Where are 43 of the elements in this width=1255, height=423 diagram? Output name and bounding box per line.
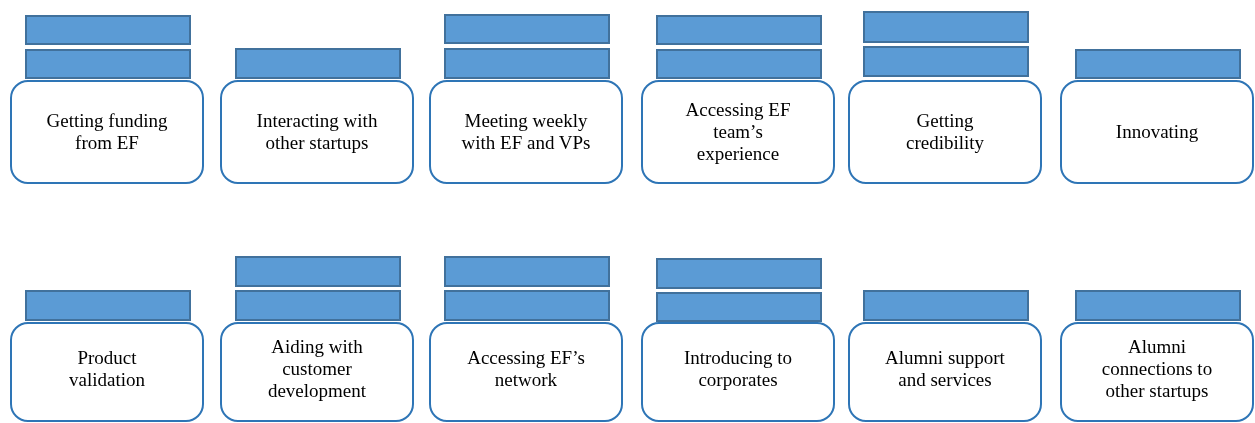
tab-bar bbox=[444, 48, 610, 79]
rounded-box bbox=[848, 322, 1042, 422]
box-text: Innovating bbox=[1114, 121, 1200, 143]
tab-bar bbox=[25, 290, 191, 321]
box-text: Alumni support and services bbox=[884, 347, 1006, 391]
rounded-box bbox=[220, 322, 414, 422]
rounded-box bbox=[10, 80, 204, 184]
box-text: Getting funding from EF bbox=[45, 110, 169, 154]
rounded-box bbox=[429, 322, 623, 422]
tab-bar bbox=[863, 11, 1029, 43]
tab-bar bbox=[25, 49, 191, 79]
tab-bar bbox=[444, 256, 610, 287]
tab-bar bbox=[25, 15, 191, 45]
box-text: Accessing EF team’s experience bbox=[684, 99, 792, 165]
tab-bar bbox=[656, 49, 822, 79]
tab-bar bbox=[235, 48, 401, 79]
box-text: Product validation bbox=[68, 347, 146, 391]
rounded-box bbox=[641, 322, 835, 422]
box-text: Interacting with other startups bbox=[255, 110, 379, 154]
rounded-box bbox=[1060, 322, 1254, 422]
box-text: Meeting weekly with EF and VPs bbox=[461, 110, 591, 154]
rounded-box bbox=[641, 80, 835, 184]
tab-bar bbox=[863, 290, 1029, 321]
tab-bar bbox=[656, 292, 822, 322]
box-text: Accessing EF’s network bbox=[466, 347, 586, 391]
tab-bar bbox=[656, 258, 822, 289]
rounded-box bbox=[848, 80, 1042, 184]
box-text: Alumni connections to other startups bbox=[1100, 336, 1214, 402]
tab-bar bbox=[1075, 290, 1241, 321]
box-text: Getting credibility bbox=[904, 110, 986, 154]
tab-bar bbox=[444, 14, 610, 44]
tab-bar bbox=[235, 256, 401, 287]
tab-bar bbox=[235, 290, 401, 321]
box-text: Aiding with customer development bbox=[266, 336, 368, 402]
tab-bar bbox=[1075, 49, 1241, 79]
box-text: Introducing to corporates bbox=[682, 347, 794, 391]
tab-bar bbox=[656, 15, 822, 45]
rounded-box bbox=[429, 80, 623, 184]
rounded-box bbox=[1060, 80, 1254, 184]
tab-bar bbox=[444, 290, 610, 321]
rounded-box bbox=[10, 322, 204, 422]
rounded-box bbox=[220, 80, 414, 184]
tab-bar bbox=[863, 46, 1029, 77]
